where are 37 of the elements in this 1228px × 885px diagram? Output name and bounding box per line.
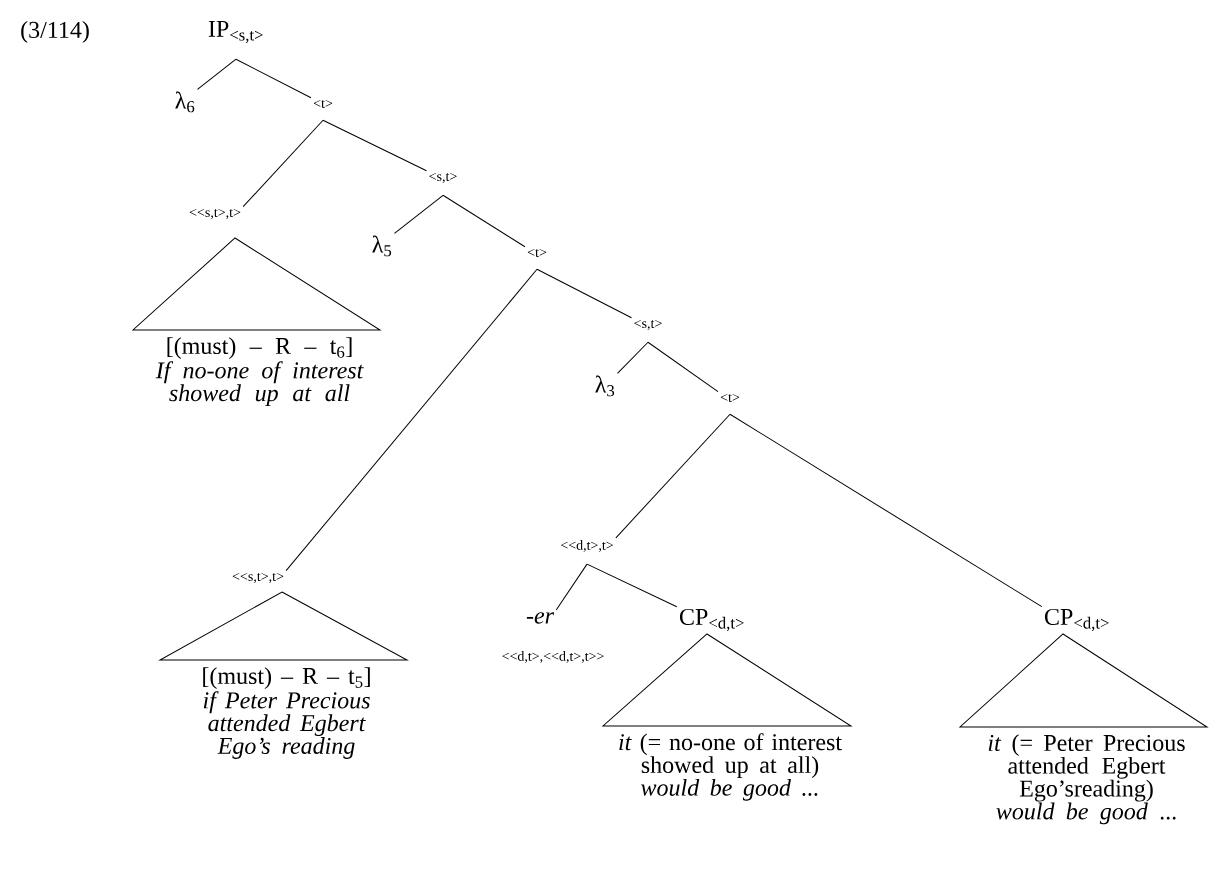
terminal-text: If no-one of interest showed up at all [155,361,364,407]
tree-label: CP$_{<d,t>}$ [679,608,744,632]
type-label: <s,t> [429,172,457,184]
tree-label: CP$_{<d,t>}$ [1044,608,1109,632]
type-label: <<s,t>,t> [232,572,284,584]
tree-label: λ$_{3}$ [595,375,615,397]
type-label: <s,t> [634,319,662,331]
branch-line [729,413,1043,608]
tree-label: IP$_{<s,t>}$ [208,20,263,43]
type-label: <t> [720,393,740,403]
branch-line [285,268,538,572]
branch-line [442,194,526,248]
terminal-text: [(must) – R – t$_{6}$] [167,337,352,359]
tree-label: λ$_{6}$ [175,91,195,113]
terminal-text: it (= no-one of interest showed up at all) would be good ... [619,733,842,801]
tree-label: λ$_{5}$ [372,235,392,257]
branch-line [555,563,588,611]
branch-line [242,119,324,208]
terminal-text: it (= Peter Precious attended Egbert Ego’sreading) would be good ... [988,734,1185,825]
terminal-text: if Peter Precious attended Egbert Ego’s reading [203,691,370,759]
tree-label: -er [526,612,555,624]
branch-line [647,341,719,393]
terminal-text: [(must) – R – t$_{5}$] [203,667,370,689]
branch-line [322,119,427,172]
type-label: <<d,t>,<<d,t>,t>> [502,651,604,663]
example-number: (3/114) [21,21,89,43]
branch-line [586,563,678,608]
branch-line [615,413,731,539]
type-label: <t> [527,248,547,258]
branch-line [536,268,632,319]
branch-line [197,58,237,90]
branch-line [235,58,312,99]
type-label: <t> [313,99,333,109]
branch-line [617,341,649,374]
type-label: <<s,t>,t> [189,208,241,220]
branch-line [394,194,444,234]
type-label: <<d,t>,t> [561,540,614,552]
